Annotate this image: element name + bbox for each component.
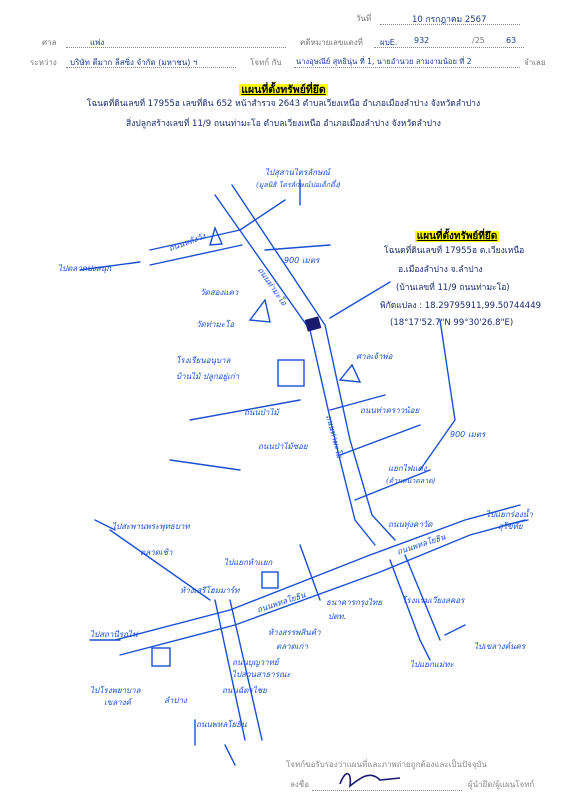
deed-line: โฉนดที่ดินเลขที่ 17955ฮ เลขที่ดิน 652 หน…	[86, 99, 481, 109]
label-left-dest-top: ไปตลาดปงสนุก	[58, 264, 112, 273]
label-alley-right: ถนนท่าคราวน้อย	[360, 406, 420, 415]
court-value: แพ่ง	[90, 38, 105, 47]
label-bottom-dest2: ไปเขลางค์นคร	[474, 642, 526, 651]
label-alley-left2: ถนนป่าไม้ซอย	[258, 442, 308, 451]
plaintiff-name: บริษัท ตีมาก ลีสซิ่ง จำกัด (มหาชน) ฯ	[70, 58, 198, 67]
sign-role: ผู้นำยึด/ผู้แผนโจทก์	[468, 780, 535, 789]
label-right: แยกไฟแดง	[388, 464, 427, 473]
info-coords: พิกัดแปลง : 18.29795911,99.50744449	[380, 301, 542, 311]
label-bottom-dest: ไปสวนสาธารณะ	[232, 670, 291, 679]
label-right2: (ด้านหน้าตลาด)	[386, 477, 436, 485]
label-road-low: ถนนบุญวาทย์	[232, 658, 279, 667]
case-prefix: ผบE.	[380, 38, 398, 47]
label-hotel: โรงแรมเวียงลคอร	[402, 596, 465, 605]
date-label: วันที่	[356, 14, 372, 23]
court-dots	[66, 47, 286, 48]
info-box-title: แผนที่ตั้งทรัพย์ที่ยึด	[414, 231, 500, 242]
plaintiff-label: โจทก์ กับ	[250, 58, 282, 67]
document-title: แผนที่ตั้งทรัพย์ที่ยึด	[239, 84, 328, 96]
label-left-shop: ห้างเสรีโฮมมาร์ท	[180, 586, 240, 595]
label-bank: ธนาคารกรุงไทย	[326, 598, 383, 607]
label-market-low: ตลาดเก่า	[276, 642, 308, 651]
sign-dots	[312, 790, 462, 791]
label-left-dest-low: ไปสถานีรถไฟ	[90, 630, 138, 639]
label-top-dest: ไปสุสานไตรลักษณ์	[265, 168, 330, 177]
label-bottom-left-dest2: เขลางค์	[104, 698, 131, 707]
label-house: บ้านไม้ ปลูกอยู่เก่า	[176, 372, 240, 381]
label-bottom-road2: ถนนพหลโยธิน	[196, 720, 247, 729]
label-top-dest2: (มูลนิธิ ไตรลักษณ์ปอเต็กตึ้ง)	[256, 181, 341, 189]
info-district: อ.เมืองลำปาง จ.ลำปาง	[398, 265, 483, 275]
plaintiff-dots	[66, 67, 236, 68]
label-shrine: ศาลเจ้าพ่อ	[356, 352, 393, 361]
case-dots	[374, 47, 524, 48]
defendant-name: นางอุษณีย์ สุหธินุ่น ที่ 1, นายอำนวย สาม…	[296, 57, 472, 66]
date-value: 10 กรกฎาคม 2567	[412, 15, 487, 25]
label-left-branch: ไปแยกห้าแยก	[224, 558, 273, 567]
label-right-dest2: สุโขทัย	[498, 522, 523, 531]
defendant-label: จำเลย	[524, 58, 546, 67]
label-bottom-left-dest: ไปโรงพยาบาล	[90, 686, 141, 695]
certify-text: โจทก์ขอรับรองว่าแผนที่และภาพถ่ายถูกต้องแ…	[286, 760, 487, 769]
case-year: 63	[506, 36, 517, 45]
info-house: (บ้านเลขที่ 11/9 ถนนท่ามะโอ)	[396, 283, 510, 293]
label-dist-top: 900 เมตร	[284, 256, 320, 265]
label-bottom-left-dest3: ลำปาง	[164, 696, 187, 705]
label-right-dest: ไปแยกร่องน้ำ	[486, 510, 533, 519]
building-line: สิ่งปลูกสร้างเลขที่ 11/9 ถนนท่ามะโอ ตำบล…	[126, 119, 441, 129]
info-dms: (18°17'52.7"N 99°30'26.8"E)	[390, 318, 514, 328]
case-sep: /25	[472, 36, 485, 45]
defendant-dots	[294, 67, 520, 68]
info-deed: โฉนดที่ดินเลขที่ 17955ฮ ต.เวียงเหนือ	[384, 246, 525, 256]
label-school: โรงเรียนอนุบาล	[176, 356, 231, 365]
court-label: ศาล	[42, 38, 57, 47]
label-bottom-right-road: ถนนฉัตรไชย	[222, 686, 267, 695]
date-dots	[380, 24, 520, 25]
between-label: ระหว่าง	[30, 58, 57, 67]
label-center: ห้างสรรพสินค้า	[268, 628, 321, 637]
label-left-market: ตลาดเช้า	[140, 548, 173, 557]
case-no: 932	[414, 36, 430, 45]
label-alley-left: ถนนป่าไม้	[244, 408, 279, 417]
label-bottom-right-dest: ไปแยกแม่ทะ	[410, 660, 454, 669]
label-right-alley: ถนนทุ่งคาวัด	[388, 520, 433, 529]
label-temple1: วัดสองแคว	[200, 288, 239, 297]
case-label: คดีหมายเลขแดงที่	[300, 38, 363, 47]
label-temple2: วัดท่ามะโอ	[196, 320, 235, 329]
label-fuel: ปตท.	[328, 612, 347, 621]
label-dist-right: 900 เมตร	[450, 430, 486, 439]
label-left-dest-mid: ไปสะพานพระพุทธบาท	[112, 522, 190, 531]
sign-label: ลงชื่อ	[290, 780, 310, 789]
